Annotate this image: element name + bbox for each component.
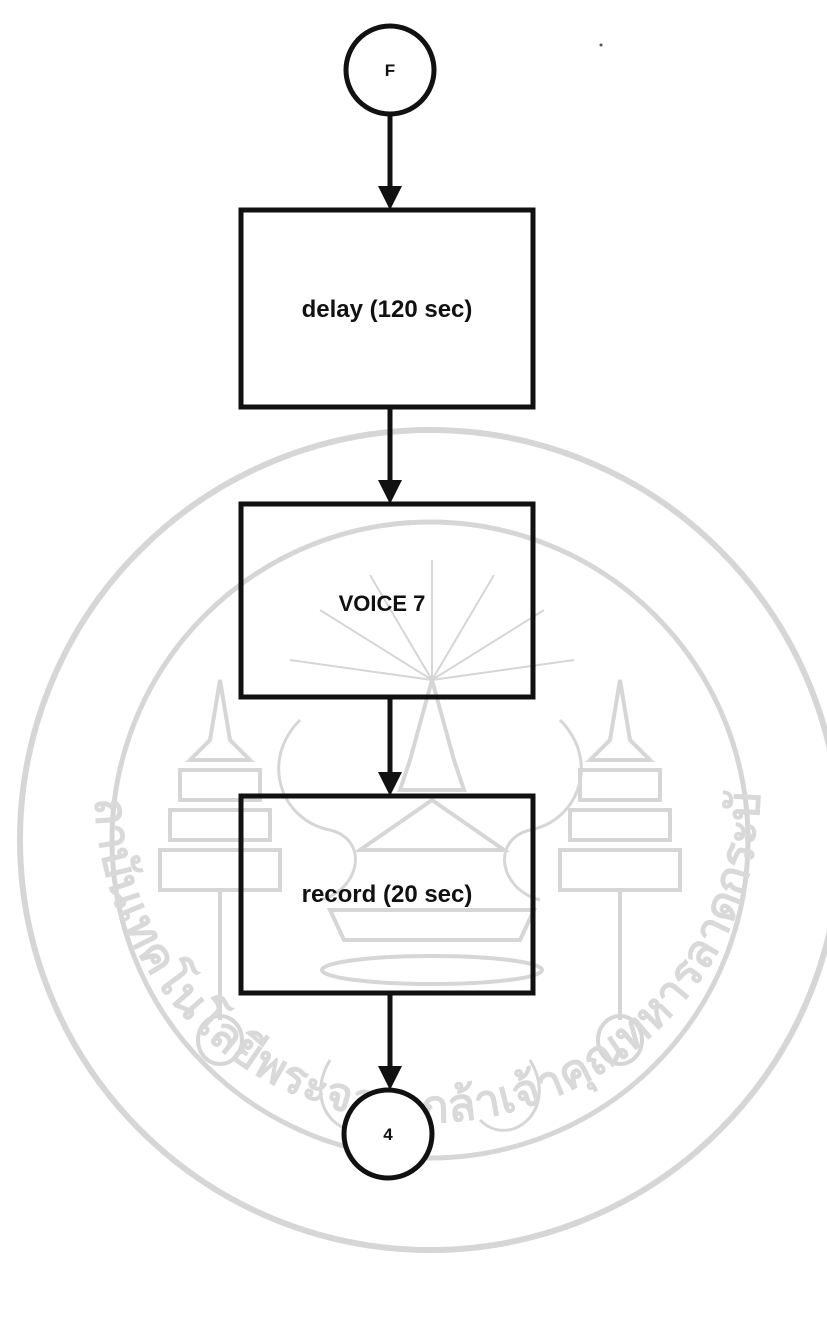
process-box-voice: VOICE 7 (241, 504, 533, 697)
process-box-record-label: record (20 sec) (302, 881, 473, 908)
process-box-delay: delay (120 sec) (241, 210, 533, 407)
process-box-delay-label: delay (120 sec) (302, 296, 473, 323)
seal-center-crown (322, 680, 542, 984)
end-connector-label: 4 (383, 1125, 393, 1144)
arrow-connector-to-delay (378, 113, 402, 210)
process-box-voice-label: VOICE 7 (339, 591, 426, 616)
arrow-voice-to-record (378, 698, 402, 796)
end-connector: 4 (344, 1090, 432, 1178)
arrow-delay-to-voice (378, 408, 402, 504)
start-connector-label: F (385, 61, 395, 80)
start-connector: F (346, 26, 434, 114)
process-box-record: record (20 sec) (241, 796, 533, 993)
arrow-record-to-connector (378, 994, 402, 1090)
watermark-seal-text: สถาบันเทคโนโลยีพระจอมเกล้าเจ้าคุณทหารลาด… (0, 0, 771, 1134)
scan-speck (600, 44, 603, 47)
